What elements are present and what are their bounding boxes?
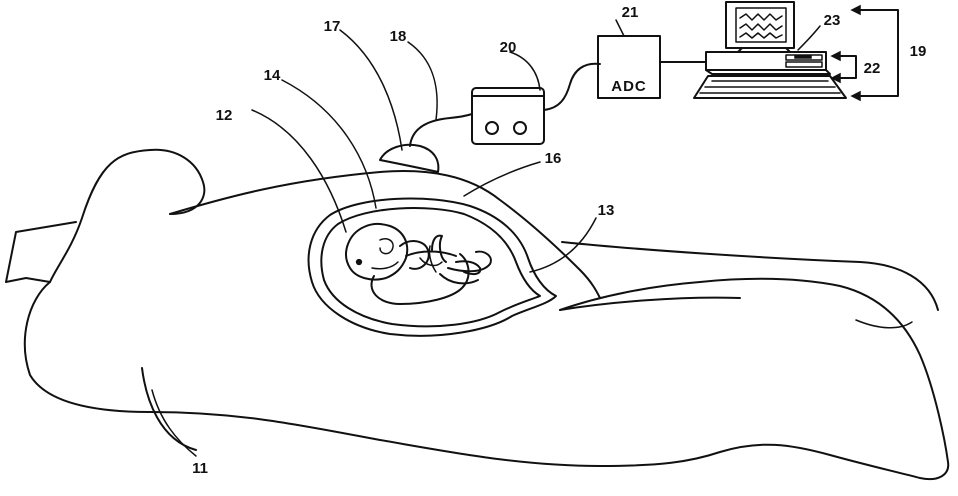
transducer xyxy=(380,145,438,172)
bracket-22 xyxy=(832,52,856,82)
label-14: 14 xyxy=(264,67,281,84)
label-11: 11 xyxy=(192,460,208,477)
label-17: 17 xyxy=(324,18,341,35)
fetus xyxy=(346,224,491,304)
leader-lines xyxy=(152,20,820,456)
adc-text: ADC xyxy=(611,78,647,95)
label-23: 23 xyxy=(824,12,841,29)
label-22: 22 xyxy=(864,60,881,77)
uterus-outline xyxy=(309,199,556,336)
label-21: 21 xyxy=(622,4,639,21)
amplifier-box xyxy=(472,88,544,144)
computer-cpu xyxy=(706,52,830,74)
bracket-19 xyxy=(852,6,898,100)
label-20: 20 xyxy=(500,39,517,56)
label-13: 13 xyxy=(598,202,615,219)
cable-transducer-amplifier xyxy=(410,114,472,146)
label-12: 12 xyxy=(216,107,233,124)
label-16: 16 xyxy=(545,150,562,167)
computer-monitor xyxy=(726,2,794,52)
label-19: 19 xyxy=(910,43,927,60)
cable-amplifier-adc xyxy=(544,64,600,110)
adc-box: ADC xyxy=(598,36,660,98)
computer-keyboard xyxy=(694,76,846,98)
patient-body xyxy=(6,150,948,479)
label-18: 18 xyxy=(390,28,407,45)
